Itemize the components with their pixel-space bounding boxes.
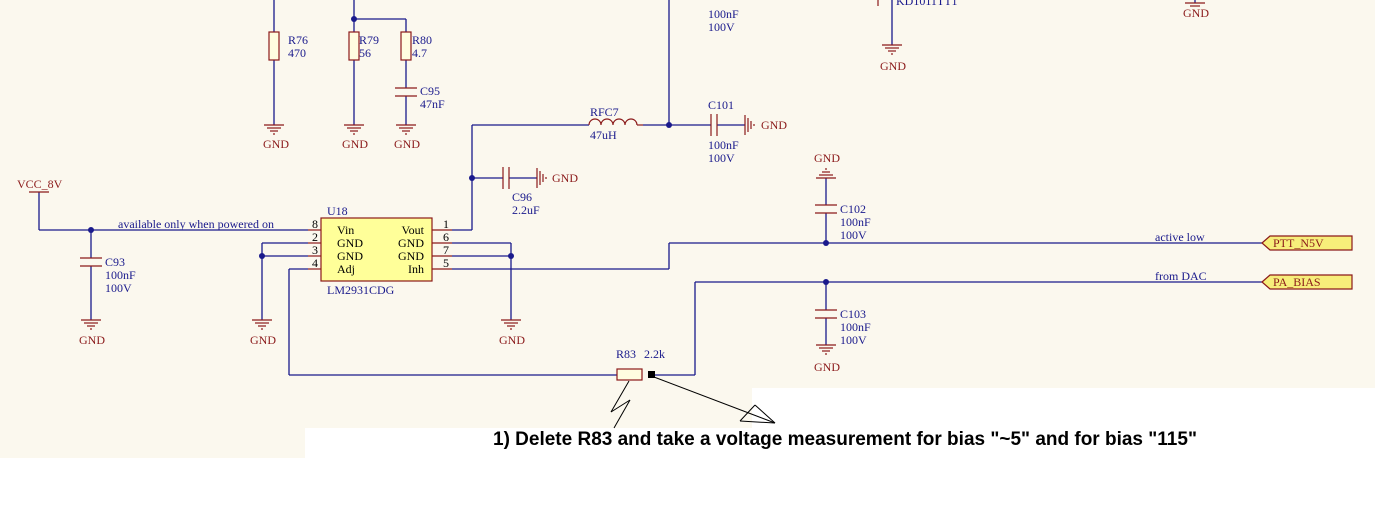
port-ptt-n5v-label: PTT_N5V [1273, 236, 1324, 250]
u18-pin-num-8: 8 [312, 217, 318, 231]
c103-value: 100nF [840, 320, 871, 334]
capacitor-c102[interactable] [815, 204, 837, 214]
transistor-label: KD1011TT1 [896, 0, 958, 8]
gnd-symbol [252, 319, 272, 330]
r80-ref: R80 [412, 33, 432, 47]
inductor-rfc7[interactable] [588, 118, 638, 126]
annotation-note: 1) Delete R83 and take a voltage measure… [493, 429, 1197, 450]
net-label-available: available only when powered on [118, 217, 274, 231]
c102-voltage: 100V [840, 228, 867, 242]
u18-pin-name-vout: Vout [402, 223, 425, 237]
net-label-active-low: active low [1155, 230, 1205, 244]
c103-ref: C103 [840, 307, 866, 321]
gnd-label-c96: GND [552, 171, 578, 185]
gnd-label-u18-left: GND [250, 333, 276, 347]
vcc-port-label: VCC_8V [17, 177, 63, 191]
junctions [88, 16, 829, 285]
c95-ref: C95 [420, 84, 440, 98]
net-label-from-dac: from DAC [1155, 269, 1207, 283]
r80-value: 4.7 [412, 46, 427, 60]
c-top-value: 100nF [708, 7, 739, 21]
gnd-symbol [264, 124, 284, 135]
capacitor-c103[interactable] [815, 309, 837, 319]
c93-voltage: 100V [105, 281, 132, 295]
r83-ref: R83 [616, 347, 636, 361]
gnd-symbol [536, 168, 547, 188]
resistor-r76[interactable] [268, 31, 280, 61]
gnd-label-top-transistor: GND [880, 59, 906, 73]
r79-value: 56 [359, 46, 371, 60]
u18-pin-num-7: 7 [443, 243, 449, 257]
u18-pin-name-gnd2: GND [337, 236, 363, 250]
gnd-symbol [816, 168, 836, 179]
u18-pin-num-3: 3 [312, 243, 318, 257]
c101-ref: C101 [708, 98, 734, 112]
c101-voltage: 100V [708, 151, 735, 165]
gnd-symbol [396, 124, 416, 135]
gnd-label-top-right: GND [1183, 6, 1209, 20]
r76-ref: R76 [288, 33, 308, 47]
resistor-r79[interactable] [348, 31, 360, 61]
rfc7-ref: RFC7 [590, 105, 619, 119]
u18-pin-num-1: 1 [443, 217, 449, 231]
r76-value: 470 [288, 46, 306, 60]
rfc7-value: 47uH [590, 128, 617, 142]
r83-pad-marker [648, 371, 655, 378]
annotation-arrows [610, 376, 776, 429]
sheet-background [0, 0, 1375, 458]
gnd-label-u18-right: GND [499, 333, 525, 347]
c93-ref: C93 [105, 255, 125, 269]
gnd-symbol [816, 344, 836, 355]
c96-ref: C96 [512, 190, 532, 204]
gnd-symbol [1185, 2, 1205, 7]
u18-pin-name-inh: Inh [408, 262, 424, 276]
u18-pin-name-vin: Vin [337, 223, 354, 237]
gnd-label-c101: GND [761, 118, 787, 132]
port-pa-bias[interactable] [1261, 274, 1353, 290]
gnd-label-r79: GND [342, 137, 368, 151]
gnd-label-c102: GND [814, 151, 840, 165]
gnd-symbol [344, 124, 364, 135]
ic-u18[interactable] [320, 217, 433, 282]
gnd-symbol [744, 115, 755, 135]
c102-ref: C102 [840, 202, 866, 216]
u18-pin-name-gnd3: GND [337, 249, 363, 263]
wires [38, 0, 1262, 376]
c93-value: 100nF [105, 268, 136, 282]
gnd-symbol [882, 44, 902, 55]
resistor-r83[interactable] [616, 368, 643, 381]
u18-pin-name-gnd6: GND [398, 236, 424, 250]
capacitor-c95[interactable] [395, 87, 417, 97]
u18-pin-leads [308, 229, 452, 270]
gnd-label-r76: GND [263, 137, 289, 151]
capacitor-c96[interactable] [502, 167, 510, 189]
capacitor-c93[interactable] [80, 257, 102, 267]
capacitor-c101[interactable] [710, 114, 718, 136]
r79-ref: R79 [359, 33, 379, 47]
u18-pin-num-6: 6 [443, 230, 449, 244]
gnd-symbol [81, 319, 101, 330]
c101-value: 100nF [708, 138, 739, 152]
c-top-voltage: 100V [708, 20, 735, 34]
u18-ref: U18 [327, 204, 348, 218]
u18-pin-num-5: 5 [443, 256, 449, 270]
r83-value: 2.2k [644, 347, 665, 361]
u18-pin-name-adj: Adj [337, 262, 355, 276]
c103-voltage: 100V [840, 333, 867, 347]
gnd-label-c93: GND [79, 333, 105, 347]
u18-part: LM2931CDG [327, 283, 395, 297]
u18-pin-num-4: 4 [312, 256, 318, 270]
u18-pin-name-gnd7: GND [398, 249, 424, 263]
gnd-label-c103: GND [814, 360, 840, 374]
c96-value: 2.2uF [512, 203, 540, 217]
c102-value: 100nF [840, 215, 871, 229]
u18-pin-num-2: 2 [312, 230, 318, 244]
c95-value: 47nF [420, 97, 445, 111]
resistor-r80[interactable] [400, 31, 412, 61]
gnd-symbol [501, 319, 521, 330]
port-ptt-n5v[interactable] [1261, 235, 1353, 251]
port-pa-bias-label: PA_BIAS [1273, 275, 1321, 289]
gnd-label-c95: GND [394, 137, 420, 151]
